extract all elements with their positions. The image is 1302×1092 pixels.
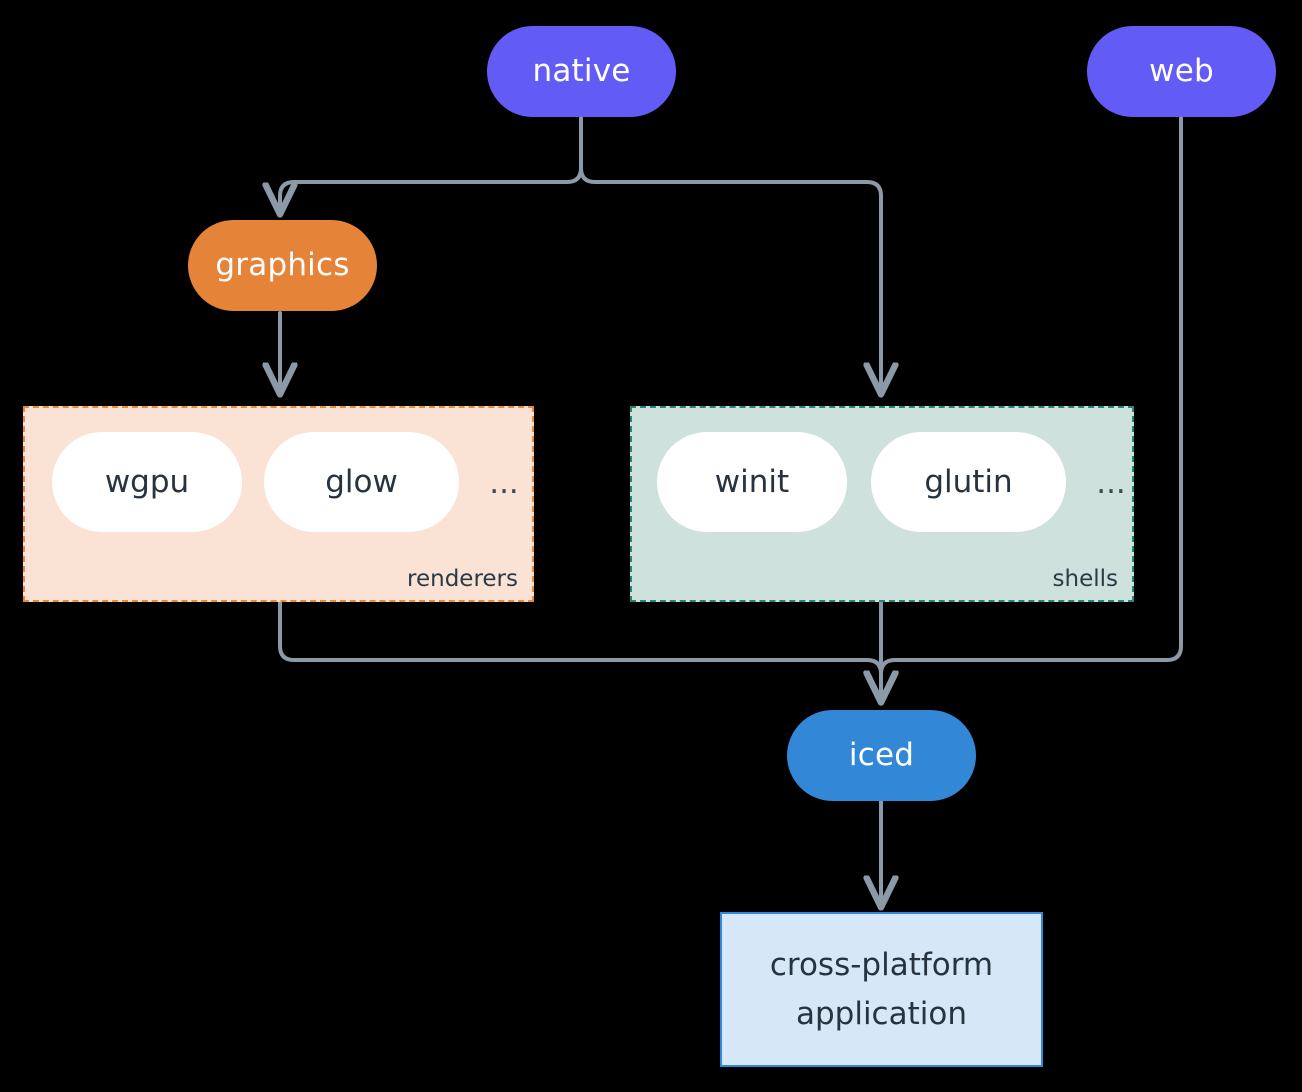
node-iced[interactable]: iced — [787, 710, 976, 801]
edge-renderers-to-iced — [278, 600, 881, 700]
group-shells-label: shells — [1052, 566, 1118, 592]
group-shells[interactable]: winit glutin ... shells — [630, 406, 1134, 602]
node-cross-platform-application[interactable]: cross-platform application — [720, 912, 1043, 1067]
group-renderers-label: renderers — [407, 566, 518, 592]
chip-winit[interactable]: winit — [657, 432, 847, 532]
application-label-stack: cross-platform application — [770, 941, 993, 1037]
renderers-more-ellipsis: ... — [489, 464, 519, 501]
edge-native-to-shells — [579, 114, 881, 392]
node-web[interactable]: web — [1087, 26, 1276, 117]
group-renderers[interactable]: wgpu glow ... renderers — [23, 406, 534, 602]
shells-more-ellipsis: ... — [1096, 464, 1126, 501]
application-label-line2: application — [795, 995, 967, 1032]
node-native[interactable]: native — [487, 26, 676, 117]
chip-wgpu[interactable]: wgpu — [52, 432, 242, 532]
node-graphics[interactable]: graphics — [188, 220, 377, 311]
chip-glutin[interactable]: glutin — [871, 432, 1066, 532]
chip-glow[interactable]: glow — [264, 432, 459, 532]
edge-native-to-graphics — [280, 114, 583, 212]
application-label-line1: cross-platform — [769, 947, 994, 984]
